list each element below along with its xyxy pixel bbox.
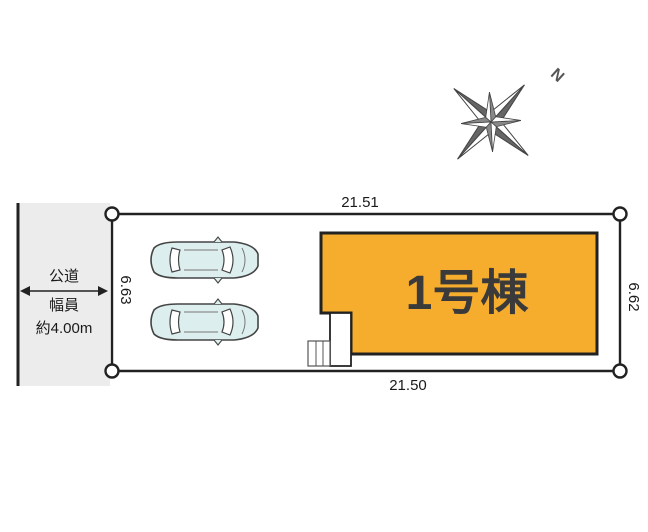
entrance-steps [307, 340, 331, 367]
compass-north-label: N [547, 65, 567, 85]
road-label-line1: 公道 [49, 268, 79, 285]
dimension-top: 21.51 [341, 194, 379, 211]
entrance-porch [329, 312, 352, 367]
dimension-right: 6.62 [625, 282, 642, 311]
road-width-arrow [20, 286, 108, 296]
compass-rose-icon [453, 84, 529, 160]
road-strip [18, 203, 110, 386]
lot-corner-markers [104, 206, 628, 379]
road-label-line2: 幅員 [49, 297, 79, 314]
dimension-left: 6.63 [117, 275, 134, 304]
dimension-bottom: 21.50 [389, 377, 427, 394]
building-label: 1号棟 [406, 267, 530, 320]
car-parking-1 [150, 236, 259, 284]
car-parking-2 [150, 298, 259, 346]
road-label-line3: 約4.00m [36, 320, 93, 337]
